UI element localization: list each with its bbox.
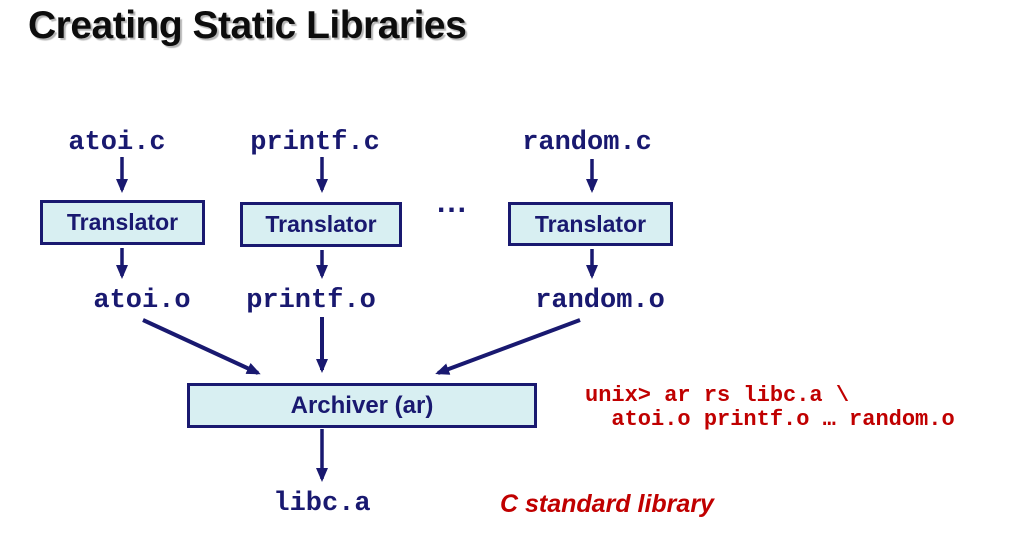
terminal-command-line2: atoi.o printf.o … random.o [585, 407, 955, 432]
ellipsis-dots: ... [437, 186, 469, 219]
arrow-random-o-to-archiver [435, 318, 581, 375]
output-library-label: libc.a [273, 489, 371, 519]
source-file-label-printf-c: printf.c [250, 128, 380, 158]
source-file-label-random-c: random.c [522, 128, 652, 158]
object-file-label-atoi-o: atoi.o [93, 286, 191, 316]
translator-box-2: Translator [240, 202, 402, 247]
terminal-command-line1: unix> ar rs libc.a \ [585, 383, 850, 408]
object-file-label-printf-o: printf.o [246, 286, 376, 316]
translator-box-3: Translator [508, 202, 673, 246]
object-file-label-random-o: random.o [535, 286, 665, 316]
translator-box-1: Translator [40, 200, 205, 245]
translator-box-2-label: Translator [265, 211, 377, 237]
slide-title: Creating Static Libraries [28, 4, 467, 47]
translator-box-3-label: Translator [534, 210, 647, 237]
caption-c-standard-library: C standard library [500, 490, 714, 518]
archiver-box-label: Archiver (ar) [290, 391, 434, 419]
terminal-command: unix> ar rs libc.a \ atoi.o printf.o … r… [585, 384, 955, 432]
source-file-label-atoi-c: atoi.c [68, 128, 166, 158]
archiver-box: Archiver (ar) [187, 383, 537, 428]
translator-box-1-label: Translator [66, 209, 179, 235]
arrow-atoi-o-to-archiver [142, 318, 261, 375]
